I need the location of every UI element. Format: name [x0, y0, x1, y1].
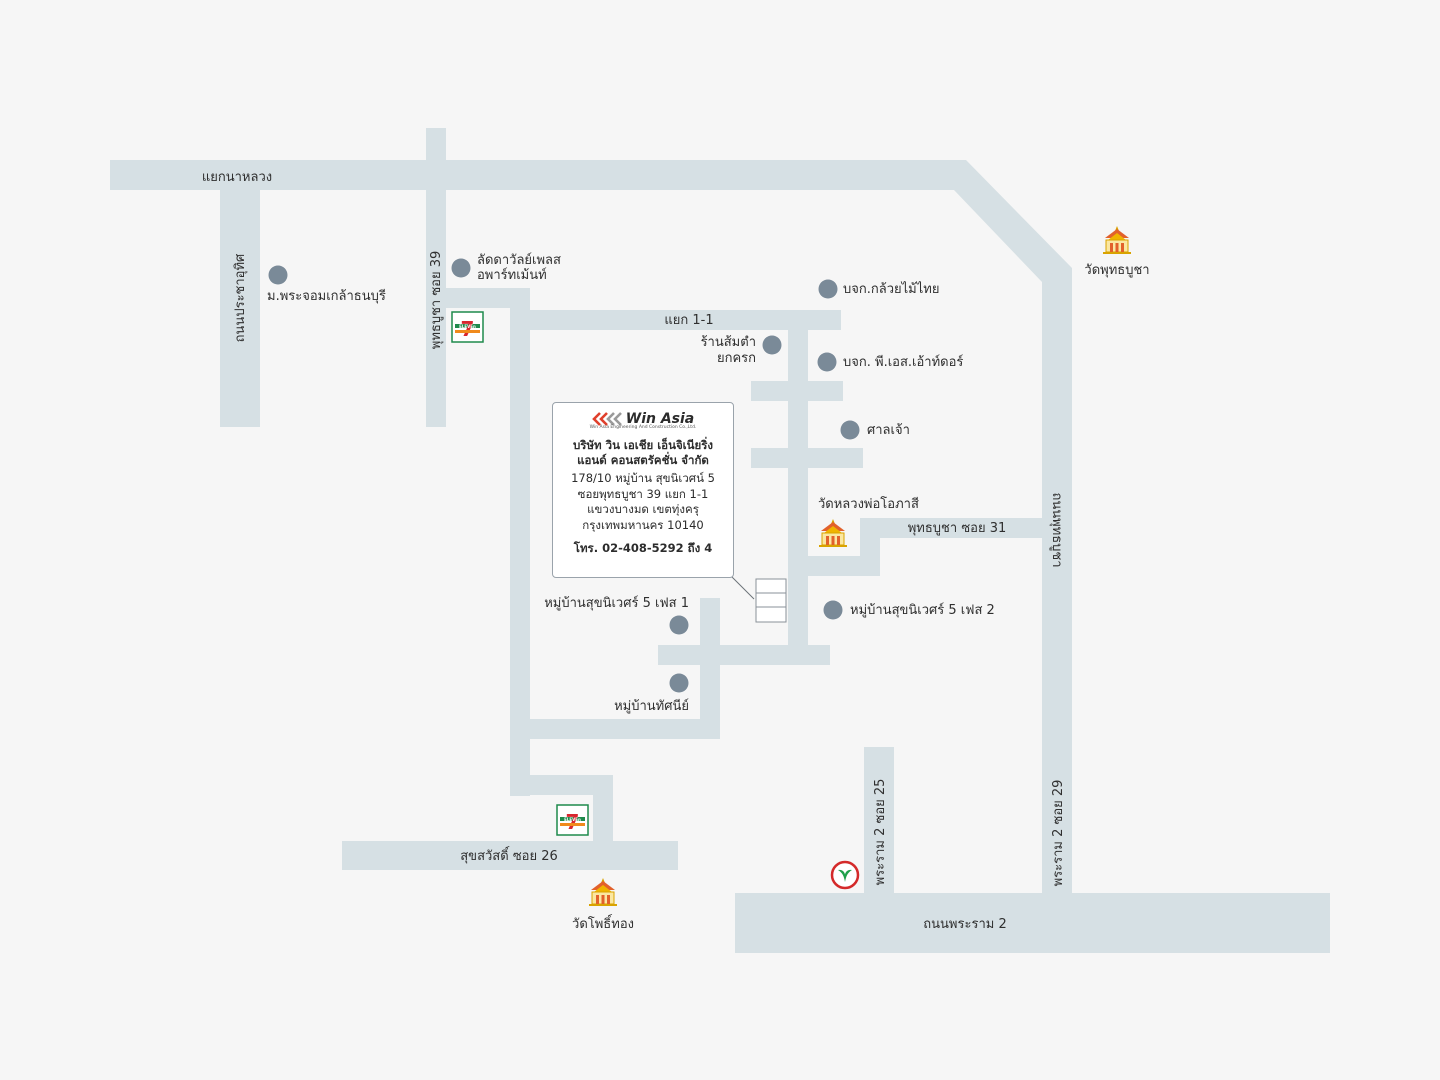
label-village-ph2: หมู่บ้านสุขนิเวศร์ 5 เฟส 2 [850, 602, 995, 618]
road-inner-mid [700, 598, 720, 739]
place-dot-icon[interactable] [817, 352, 837, 372]
label-shrine: ศาลเจ้า [867, 423, 910, 438]
svg-text:7: 7 [461, 317, 475, 341]
address-line4: กรุงเทพมหานคร 10140 [582, 517, 704, 532]
label-wat-luang-por: วัดหลวงพ่อโอภาสี [818, 496, 919, 512]
label-yaek11: แยก 1-1 [664, 313, 713, 328]
brand-name: Win Asia [625, 411, 695, 427]
address-line3: แขวงบางมด เขตทุ่งครุ [587, 502, 699, 516]
label-kmutt: ม.พระจอมเกล้าธนบุรี [267, 288, 386, 304]
place-dot-icon[interactable] [669, 673, 689, 693]
road-stub-1 [751, 381, 843, 401]
7-eleven-icon[interactable]: 7 ELEVEn [556, 804, 589, 836]
destination-building[interactable] [755, 578, 787, 623]
address-line1: 178/10 หมู่บ้าน สุขนิเวศน์ 5 [571, 471, 715, 485]
label-ps-outdoor: บจก. พี.เอส.เอ้าท์ดอร์ [843, 354, 963, 370]
place-markers [268, 258, 860, 693]
road-inner-south [658, 645, 830, 665]
road-pracha-uthit [220, 190, 260, 427]
road-yaek11 [510, 310, 841, 330]
place-dot-icon[interactable] [818, 279, 838, 299]
label-village-tat: หมู่บ้านทัศนีย์ [614, 698, 689, 714]
road-stub-2 [751, 448, 863, 468]
kbank-icon[interactable] [830, 860, 860, 890]
7-eleven-icon[interactable]: 7 ELEVEn [451, 311, 484, 343]
label-ladda-2: อพาร์ทเม้นท์ [477, 267, 547, 283]
label-rama2-road: ถนนพระราม 2 [923, 917, 1006, 932]
company-name-line1: บริษัท วิน เอเชีย เอ็นจิเนียริ่ง [572, 438, 714, 452]
label-rama2-25: พระราม 2 ซอย 25 [873, 779, 888, 886]
road-inner-east [788, 330, 808, 646]
callout-pointer [730, 575, 755, 600]
label-somtam-2: ยกครก [717, 351, 756, 366]
road-labels: แยกนาหลวง ถนนประชาอุทิศ พุทธบูชา ซอย 39 … [202, 170, 1066, 932]
label-soi39: พุทธบูชา ซอย 39 [429, 251, 444, 350]
label-ladda-1: ลัดดาวัลย์เพลส [477, 252, 561, 268]
label-somtam-1: ร้านส้มตำ [701, 335, 756, 350]
road-network [110, 128, 1330, 953]
road-suksawat26 [342, 841, 678, 870]
temple-icon[interactable] [589, 878, 617, 906]
temple-icon[interactable] [1103, 226, 1131, 254]
road-soi39-north [426, 128, 446, 160]
road-jog-down [593, 775, 613, 841]
label-wat-pho-thong: วัดโพธิ์ทอง [572, 914, 634, 932]
place-dot-icon[interactable] [823, 600, 843, 620]
place-labels: ม.พระจอมเกล้าธนบุรี ลัดดาวัลย์เพลส อพาร์… [267, 252, 1150, 932]
company-phone: โทร. 02-408-5292 ถึง 4 [573, 541, 713, 555]
svg-text:ELEVEn: ELEVEn [459, 324, 476, 329]
road-rama2-25 [864, 747, 894, 893]
address-line2: ซอยพุทธบูชา 39 แยก 1-1 [577, 486, 709, 501]
place-dot-icon[interactable] [762, 335, 782, 355]
label-rama2-29: พระราม 2 ซอย 29 [1051, 780, 1066, 887]
company-callout[interactable]: Win Asia Win Asia Engineering And Constr… [552, 402, 734, 578]
label-phutthabucha-road: ถนนพุทธบูชา [1049, 492, 1064, 567]
place-dot-icon[interactable] [840, 420, 860, 440]
place-dot-icon[interactable] [451, 258, 471, 278]
road-soi39-branch [446, 288, 530, 308]
svg-text:7: 7 [566, 810, 580, 834]
road-inner-west [510, 288, 530, 796]
road-phutthabucha-31 [860, 518, 1044, 538]
label-nalaung: แยกนาหลวง [202, 170, 272, 185]
road-inner-bottom [510, 719, 720, 739]
brand-subtitle: Win Asia Engineering And Construction Co… [589, 425, 697, 430]
chevron-logo-icon [591, 412, 622, 426]
road-temple-stub [808, 556, 880, 576]
road-soi39 [426, 190, 446, 427]
label-phutthabucha-31: พุทธบูชา ซอย 31 [908, 521, 1007, 536]
road-jog [510, 775, 613, 795]
temple-icon[interactable] [819, 519, 847, 547]
company-logo: Win Asia [553, 411, 733, 427]
place-dot-icon[interactable] [669, 615, 689, 635]
label-suksawat26: สุขสวัสดิ์ ซอย 26 [460, 846, 558, 864]
road-rama2 [735, 893, 1330, 953]
place-dot-icon[interactable] [268, 265, 288, 285]
label-kluaymai: บจก.กล้วยไม้ไทย [843, 281, 939, 297]
label-village-ph1: หมู่บ้านสุขนิเวศร์ 5 เฟส 1 [544, 595, 689, 611]
svg-text:ELEVEn: ELEVEn [564, 817, 581, 822]
label-wat-phutthabucha: วัดพุทธบูชา [1084, 263, 1149, 278]
company-name-line2: แอนด์ คอนสตรัคชั่น จำกัด [577, 453, 709, 467]
label-pracha-uthit: ถนนประชาอุทิศ [233, 253, 248, 342]
